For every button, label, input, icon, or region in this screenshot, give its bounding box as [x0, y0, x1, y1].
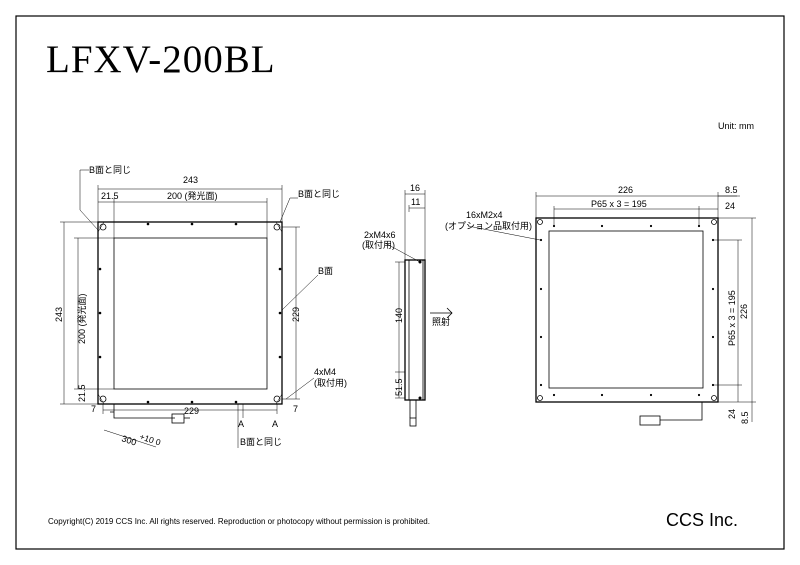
dimension-label-rear-pitch: P65 x 3 = 195 — [591, 199, 647, 209]
front-view: 243 21.5 200 (発光面) 243 200 (発光面) 21.5 22… — [54, 165, 347, 448]
dimension-label-front-gap_left: 7 — [91, 404, 96, 414]
company-name: CCS Inc. — [666, 510, 738, 530]
dimension-label-side-mount: 2xM4x6 — [364, 230, 396, 240]
dimension-label-front-section_a2: A — [272, 419, 278, 429]
dimension-label-front-cable_length: 300 — [120, 433, 137, 447]
dimension-label-side-light_dir: 照射 — [432, 316, 450, 327]
dimension-label-rear-pitch_v: P65 x 3 = 195 — [727, 290, 737, 346]
dimension-label-side-offset: 51.5 — [394, 378, 404, 396]
dimension-label-front-edge_offset: 21.5 — [101, 191, 119, 201]
dimension-label-front-label_b_top_right: B面と同じ — [298, 189, 340, 199]
product-title: LFXV-200BL — [46, 38, 276, 81]
dimension-label-rear-edge_v: 24 — [727, 409, 737, 419]
dimension-label-front-gap_right: 7 — [293, 404, 298, 414]
dimension-label-rear-holes: 16xM2x4 — [466, 210, 503, 220]
dimension-label-front-label_b_top_left: B面と同じ — [89, 165, 131, 175]
dimension-label-rear-pitch_edge: 24 — [725, 201, 735, 211]
dimension-label-front-inner_height: 229 — [291, 307, 301, 322]
dimension-label-front-emitting_height: 200 (発光面) — [76, 293, 87, 344]
dimension-label-side-inner_thickness: 11 — [411, 197, 420, 207]
dimension-label-side-mount_note: (取付用) — [362, 240, 395, 250]
dimension-label-front-mount_note: (取付用) — [314, 378, 347, 388]
dimension-label-front-edge_offset_v: 21.5 — [77, 384, 87, 402]
dimension-label-rear-edge: 8.5 — [725, 185, 738, 195]
side-view: 16 11 140 51.5 2xM4x6 (取付用) 照射 — [362, 183, 453, 427]
rear-view: 226 8.5 P65 x 3 = 195 24 16xM2x4 (オプション品… — [445, 185, 756, 426]
dimension-label-front-label_b_side: B面 — [318, 266, 333, 276]
dimension-label-rear-width: 226 — [618, 185, 633, 195]
dimension-label-rear-holes_note: (オプション品取付用) — [445, 221, 532, 231]
dimension-label-front-section_a1: A — [238, 419, 244, 429]
dimension-label-front-mount_holes: 4xM4 — [314, 367, 336, 377]
dimension-label-front-width_total: 243 — [183, 175, 198, 185]
dimension-label-rear-edge_v2: 8.5 — [740, 411, 750, 424]
dimension-label-side-thickness: 16 — [410, 183, 420, 193]
dimension-label-front-emitting_width: 200 (発光面) — [167, 190, 218, 201]
dimension-label-side-height: 140 — [394, 308, 404, 323]
dimension-label-front-inner_width: 229 — [184, 406, 199, 416]
sheet-border — [15, 15, 785, 550]
dimension-label-front-label_b_bottom: B面と同じ — [240, 437, 282, 447]
unit-label: Unit: mm — [718, 121, 754, 131]
dimension-label-front-height_total: 243 — [54, 307, 64, 322]
copyright-notice: Copyright(C) 2019 CCS Inc. All rights re… — [48, 517, 430, 526]
dimension-label-rear-height: 226 — [739, 304, 749, 319]
